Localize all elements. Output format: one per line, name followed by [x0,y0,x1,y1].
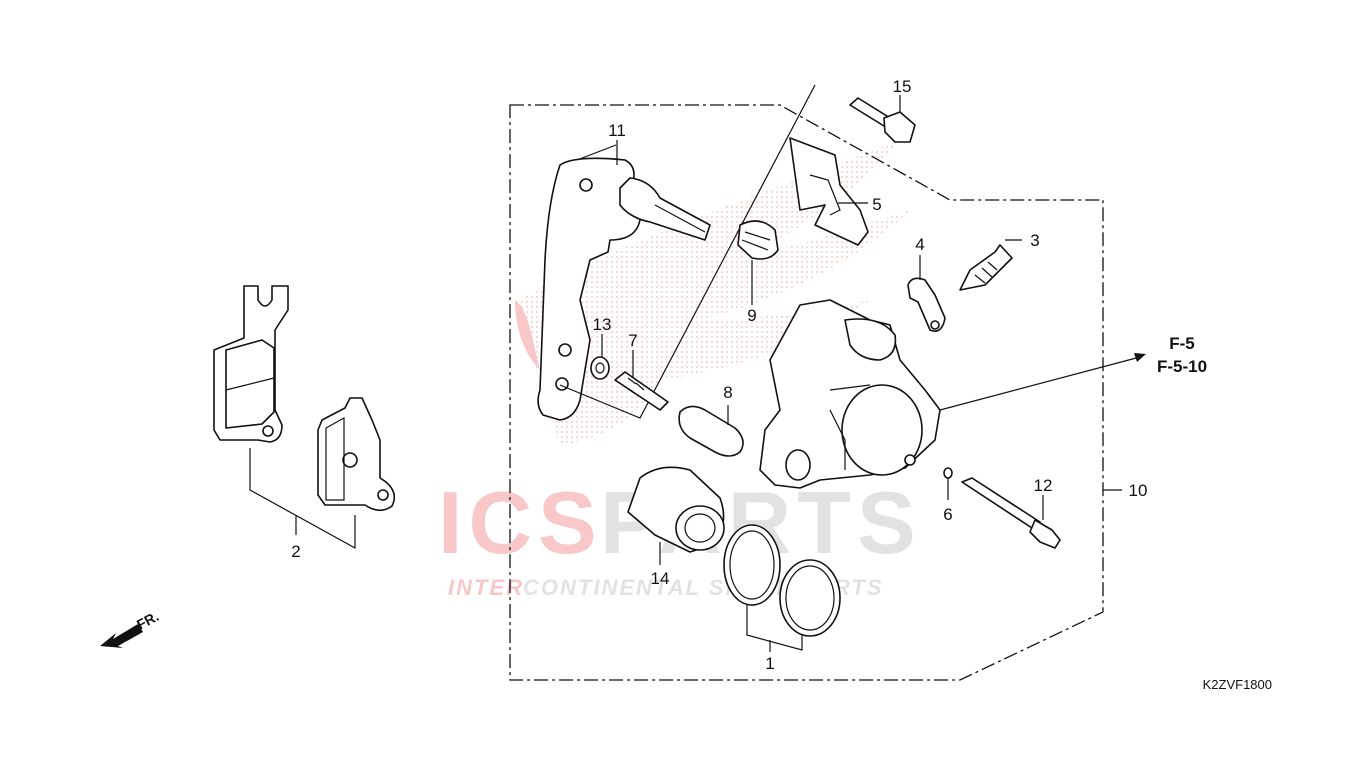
bleeder-screw [959,244,1013,291]
reference-label-1: F-5 [1169,334,1195,353]
part-label-1: 1 [765,654,774,673]
figure-code: K2ZVF1800 [1203,677,1272,692]
part-labels: 1 2 3 4 5 6 7 8 9 10 11 12 13 14 15 [291,77,1147,673]
part-label-5: 5 [872,195,881,214]
leader-1 [746,605,803,652]
pad-spring [789,137,869,246]
part-label-9: 9 [747,306,756,325]
watermark-wing-logo [515,140,910,445]
part-label-15: 15 [893,77,912,96]
direction-arrow: FR. [100,608,161,648]
leader-ref [939,356,1141,411]
part-label-2: 2 [291,542,300,561]
caliper-body [759,299,941,489]
washer [943,467,953,479]
reference-label-2: F-5-10 [1157,357,1207,376]
piston [627,466,725,553]
watermark-brand-red: ICS [438,473,603,572]
part-label-10: 10 [1129,481,1148,500]
caliper-bracket [537,157,711,421]
slide-pin [614,371,669,411]
brake-pad-outer [213,285,289,443]
pin-boot [737,220,779,260]
dust-seal [779,559,841,637]
assembly-boundary [509,104,1104,681]
bolt-guide-line [559,84,816,419]
ref-arrow [1134,353,1146,362]
part-label-7: 7 [628,331,637,350]
flange-bolt [849,97,916,143]
collar [590,356,610,380]
watermark-tagline-red: INTER [448,575,524,600]
part-label-11: 11 [608,121,626,140]
part-label-4: 4 [915,235,924,254]
leader-11 [576,140,618,165]
part-label-14: 14 [651,569,670,588]
piston-seal [723,524,781,606]
caliper-bolt [961,477,1061,549]
bleeder-cap [907,277,946,332]
part-label-6: 6 [943,505,952,524]
pin-bolt [678,405,744,457]
leader-2 [249,448,356,550]
part-label-3: 3 [1030,231,1039,250]
part-label-13: 13 [593,315,612,334]
part-label-8: 8 [723,383,732,402]
brake-pad-inner [317,397,396,512]
part-label-12: 12 [1034,476,1053,495]
